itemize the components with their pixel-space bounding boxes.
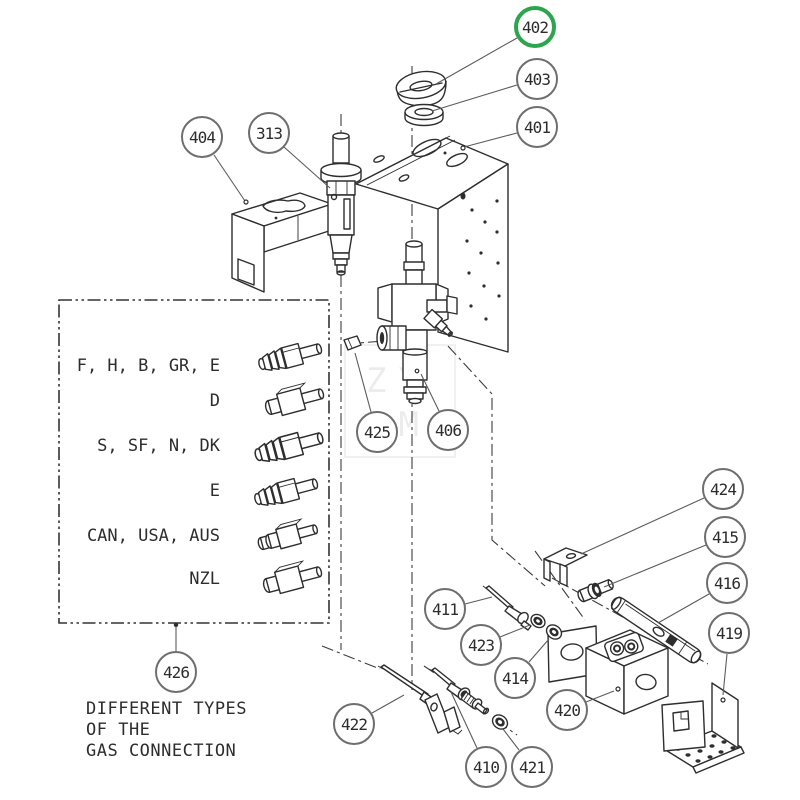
part-422-thermocouple bbox=[377, 664, 463, 735]
callout-402[interactable]: 402 bbox=[514, 6, 556, 48]
gas-region-label-2: D bbox=[209, 391, 220, 411]
callout-403[interactable]: 403 bbox=[516, 58, 558, 100]
callout-422[interactable]: 422 bbox=[333, 703, 375, 745]
part-424-bracket bbox=[543, 547, 588, 587]
gas-region-label-6: NZL bbox=[189, 569, 220, 589]
part-420-burner-box bbox=[547, 625, 669, 715]
part-419-perforated-bracket bbox=[661, 682, 745, 774]
gas-region-label-3: S, SF, N, DK bbox=[97, 436, 220, 456]
callout-415[interactable]: 415 bbox=[704, 516, 746, 558]
part-421-nut bbox=[491, 714, 509, 730]
caption-line-3: GAS CONNECTION bbox=[86, 741, 237, 761]
part-411-electrode bbox=[482, 585, 532, 631]
part-423-nut bbox=[530, 613, 546, 629]
part-313-igniter bbox=[320, 132, 362, 276]
caption-line-2: OF THE bbox=[86, 720, 151, 740]
gas-region-label-4: E bbox=[209, 481, 220, 501]
callout-411[interactable]: 411 bbox=[424, 588, 466, 630]
callout-416[interactable]: 416 bbox=[706, 562, 748, 604]
part-410-electrode bbox=[428, 667, 490, 715]
callout-425[interactable]: 425 bbox=[356, 411, 398, 453]
callout-401[interactable]: 401 bbox=[516, 106, 558, 148]
gas-fitting-row3 bbox=[251, 425, 327, 468]
callout-404[interactable]: 404 bbox=[181, 116, 223, 158]
callout-420[interactable]: 420 bbox=[546, 689, 588, 731]
part-415-fitting bbox=[577, 578, 614, 603]
callout-423[interactable]: 423 bbox=[460, 624, 502, 666]
part-414-washer bbox=[545, 624, 563, 640]
gas-fitting-row5 bbox=[254, 515, 321, 555]
part-406-gas-valve bbox=[376, 240, 458, 405]
gas-fitting-row2 bbox=[261, 378, 327, 420]
callout-424[interactable]: 424 bbox=[702, 468, 744, 510]
part-402-knob bbox=[395, 70, 447, 107]
callout-414[interactable]: 414 bbox=[494, 657, 536, 699]
part-403-washer bbox=[404, 103, 444, 127]
gas-region-label-5: CAN, USA, AUS bbox=[86, 526, 220, 546]
callout-313[interactable]: 313 bbox=[248, 112, 290, 154]
gas-fitting-row6 bbox=[259, 556, 325, 598]
callout-410[interactable]: 410 bbox=[465, 746, 507, 788]
callout-426[interactable]: 426 bbox=[155, 651, 197, 693]
callout-421[interactable]: 421 bbox=[511, 746, 553, 788]
gas-connection-box bbox=[58, 299, 330, 628]
gas-fitting-row1 bbox=[255, 337, 325, 376]
part-416-burner-tube bbox=[610, 596, 702, 664]
leader-lines bbox=[175, 37, 728, 751]
part-404-bracket bbox=[231, 192, 333, 293]
gas-box-caption: DIFFERENT TYPES OF THE GAS CONNECTION bbox=[86, 699, 247, 762]
caption-line-1: DIFFERENT TYPES bbox=[86, 699, 248, 719]
callout-419[interactable]: 419 bbox=[708, 612, 750, 654]
part-425-fitting bbox=[343, 335, 362, 351]
gas-region-label-1: F, H, B, GR, E bbox=[76, 356, 220, 376]
gas-fitting-row4 bbox=[251, 472, 321, 511]
callout-406[interactable]: 406 bbox=[427, 409, 469, 451]
